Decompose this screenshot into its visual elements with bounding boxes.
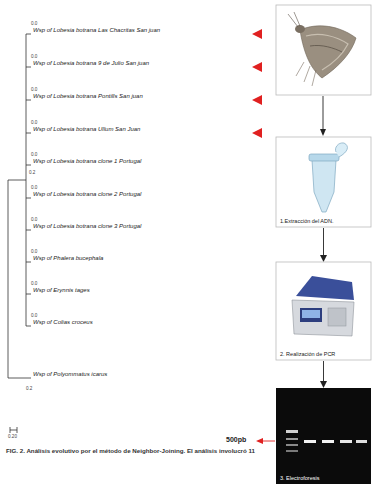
branch-length: 0.0 [31,185,37,190]
taxon-label: Wsp of Phalera bucephala [33,255,103,262]
flow-arrow [323,228,324,261]
step-label: 1.Extracción del ADN. [280,218,334,224]
pcr-machine-illustration [276,262,371,360]
taxon-label: Wsp of Erynnis tages [33,287,90,294]
taxon-label: Wsp of Polyommatus icarus [33,371,107,378]
branch-length: 0.0 [31,21,37,26]
scale-value: 0.20 [8,434,17,439]
branch-length: 0.0 [31,87,37,92]
branch-length: 0.0 [31,152,37,157]
pointer-arrow [256,438,275,444]
step-box: 2. Realización de PCR [276,262,371,360]
gel-illustration [276,388,371,484]
step-box: 3. Electroforesis [276,388,371,484]
taxon-label: Wsp of Lobesia botrana clone 1 Portugal [33,158,141,165]
taxon-label: Wsp of Lobesia botrana Ullum San Juan [33,126,140,133]
taxon-label: Wsp of Lobesia botrana 9 de Julio San ju… [33,60,149,67]
branch-length: 0.0 [31,120,37,125]
step-label: 3. Electroforesis [280,475,319,481]
branch-length: 0.0 [31,217,37,222]
branch-length: 0.2 [29,170,35,175]
figure-caption: FIG. 2. Análisis evolutivo por el método… [6,447,272,455]
band-size: 500pb [226,436,246,444]
moth-illustration [276,5,371,95]
branch-length: 0.0 [31,313,37,318]
taxon-label: Wsp of Lobesia botrana clone 2 Portugal [33,191,141,198]
taxon-label: Wsp of Lobesia botrana Pontills San juan [33,93,143,100]
tube-illustration [276,137,371,227]
flow-arrow [323,361,324,387]
branch-length: 0.0 [31,249,37,254]
branch-length: 0.0 [31,281,37,286]
marker-triangles [252,29,262,138]
taxon-label: Wsp of Colias croceus [33,319,93,326]
flow-arrow [320,96,326,136]
tree-lines [8,34,31,433]
step-label: 2. Realización de PCR [280,351,335,357]
step-box: 1.Extracción del ADN. [276,137,371,227]
branch-length: 0.2 [26,386,32,391]
taxon-label: Wsp of Lobesia botrana clone 3 Portugal [33,223,141,230]
taxon-label: Wsp of Lobesia botrana Las Chacritas San… [33,27,160,34]
branch-length: 0.0 [31,54,37,59]
